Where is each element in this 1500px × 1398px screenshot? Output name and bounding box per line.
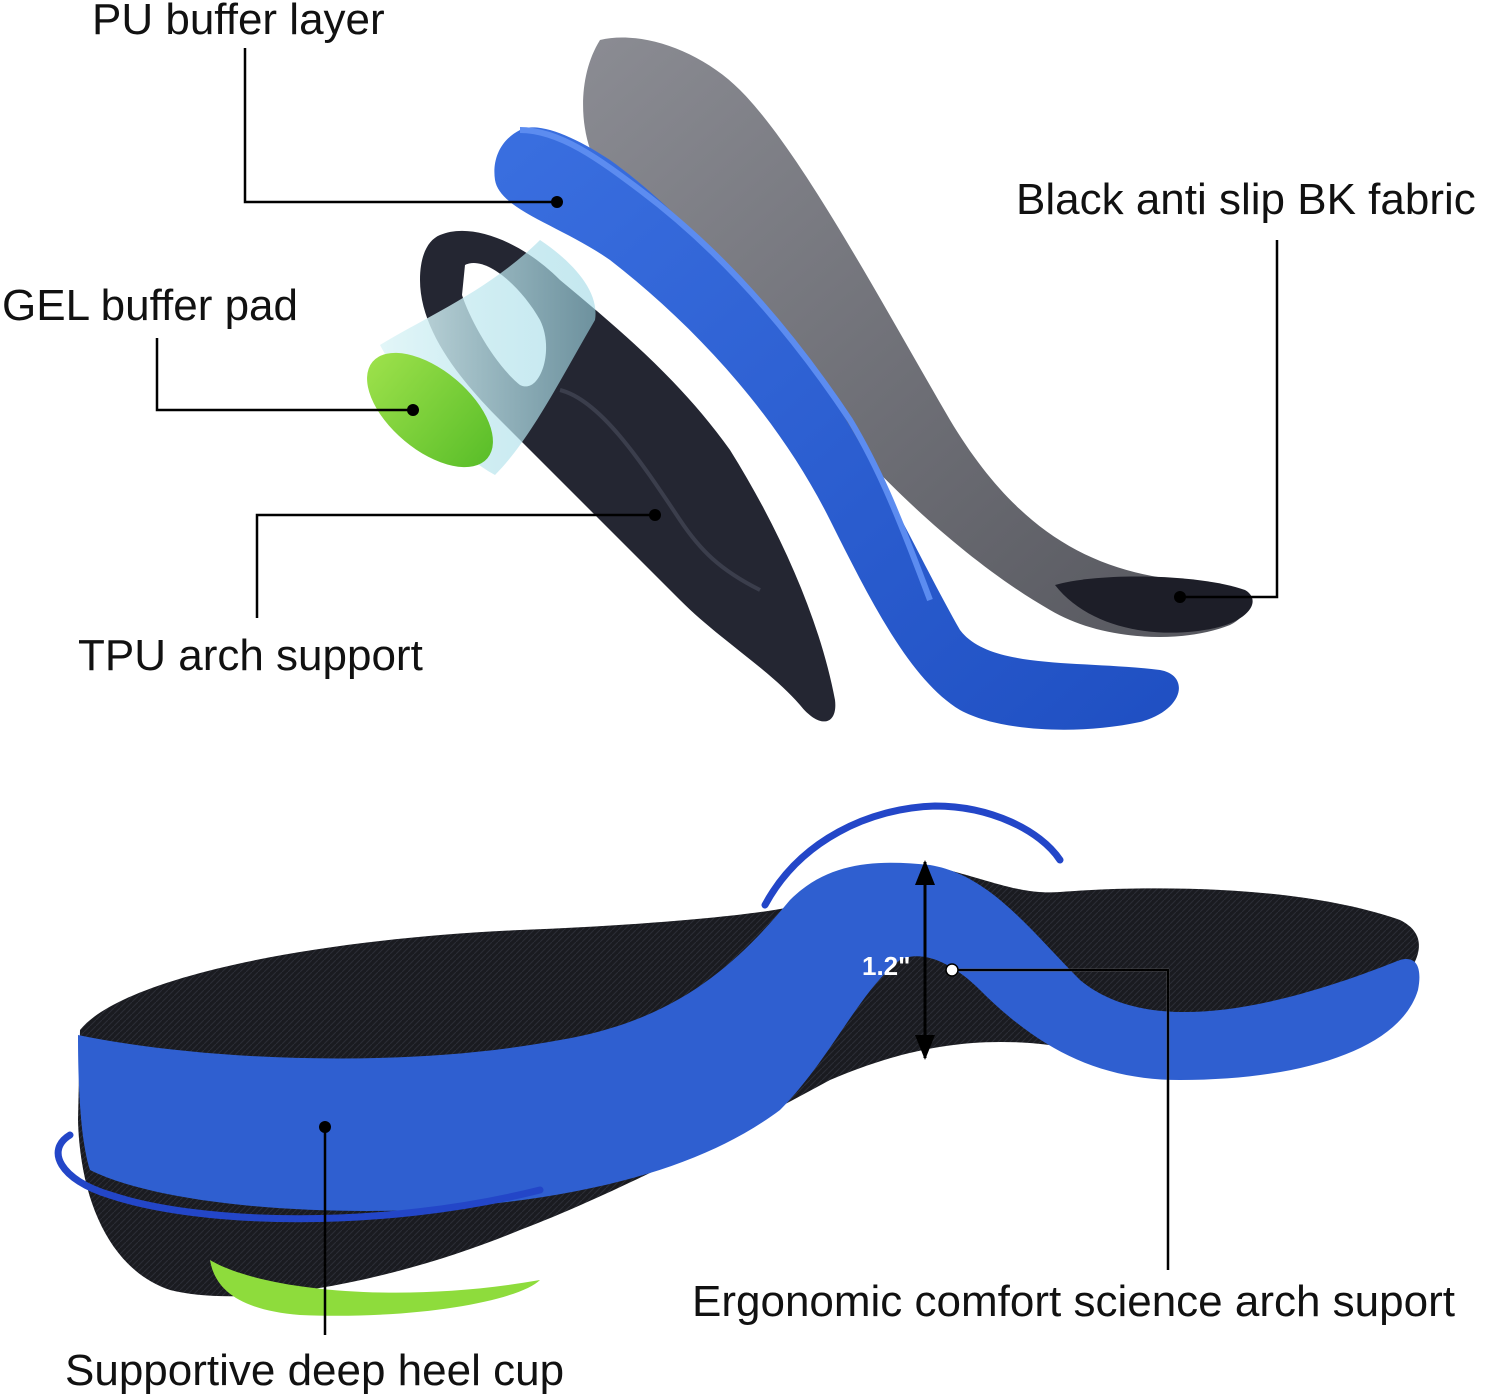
pu-leader-dot [551,196,563,208]
label-black-anti-slip: Black anti slip BK fabric [1016,175,1476,224]
tpu-leader-dot [649,509,661,521]
gel-leader-dot [407,404,419,416]
insole-green-base [210,1260,540,1316]
label-deep-heel-cup: Supportive deep heel cup [65,1346,564,1395]
heel-leader-dot [319,1121,331,1133]
arch-height-arrow-top [915,860,935,885]
gel-green-pad [367,352,493,468]
ergonomic-leader-line [952,968,1170,1270]
label-tpu-arch-support: TPU arch support [78,631,423,680]
arch-height-label: 1.2" [862,951,910,981]
grey-fabric-layer [583,37,1244,637]
ergonomic-leader-dot [945,963,959,977]
antislip-leader-dot [1174,591,1186,603]
antislip-leader-line [1180,240,1279,599]
label-gel-buffer-pad: GEL buffer pad [2,281,298,330]
label-ergonomic-arch: Ergonomic comfort science arch suport [692,1277,1455,1326]
tpu-groove [559,388,761,592]
pu-leader-line [243,48,557,204]
heel-cup-arc [54,1131,544,1223]
tpu-leader-line [255,513,655,618]
arch-curve-arc [761,802,1064,909]
blue-pu-layer [494,127,1179,730]
arch-height-arrow-bottom [915,1035,935,1060]
label-pu-buffer-layer: PU buffer layer [92,0,385,44]
black-anti-slip-patch [1055,576,1253,633]
blue-layer-rim [519,127,933,602]
insole-blue-band [78,862,1420,1211]
gel-leader-line [155,338,413,412]
